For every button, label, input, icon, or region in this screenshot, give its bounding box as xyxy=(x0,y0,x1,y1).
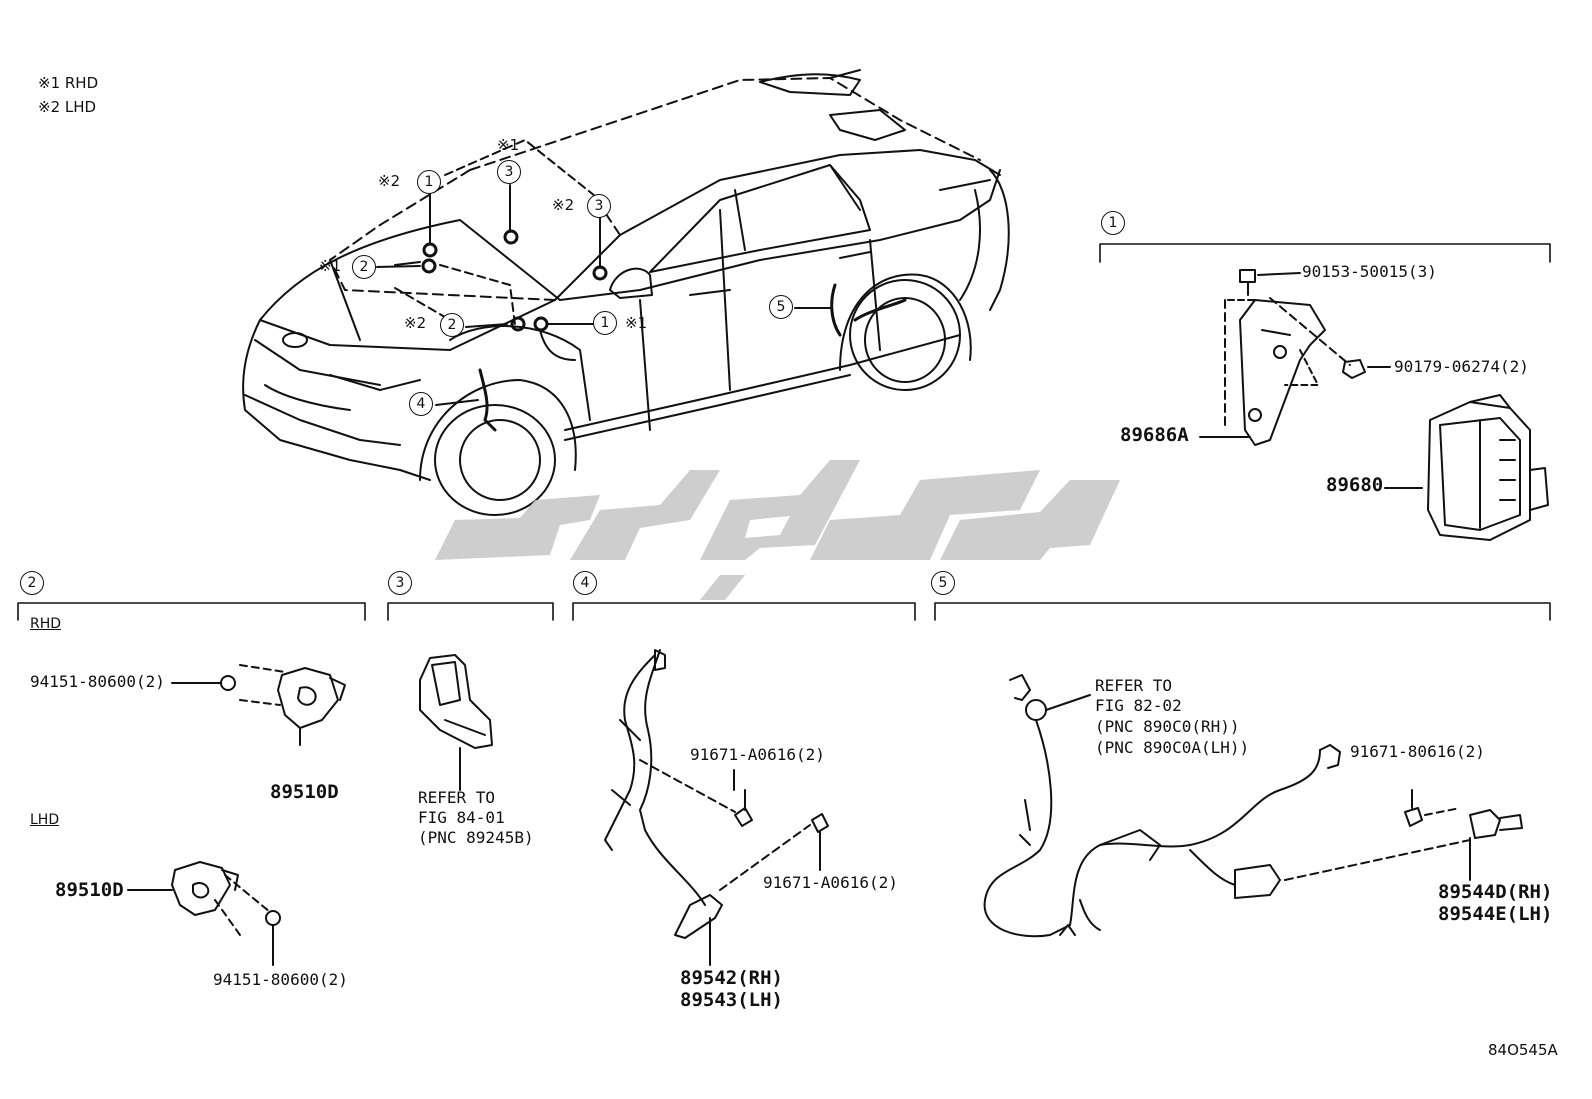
mark-lhd: ※2 xyxy=(378,172,401,190)
callout-2: 2 xyxy=(440,313,464,337)
speed-sensor-rear-drawing xyxy=(983,674,1523,938)
refer-fig-84-01-line1: REFER TO xyxy=(418,788,496,807)
section-4-number: 4 xyxy=(573,571,597,595)
part-89510D-rhd: 89510D xyxy=(270,781,339,803)
part-90153-50015: 90153-50015(3) xyxy=(1302,262,1437,281)
sensor-89510D-drawing xyxy=(127,664,346,966)
part-90179-06274: 90179-06274(2) xyxy=(1394,357,1529,376)
callout-4: 4 xyxy=(409,392,433,416)
callout-2: 2 xyxy=(352,255,376,279)
callout-1: 1 xyxy=(417,170,441,194)
refer-fig-82-02-line3: (PNC 890C0(RH)) xyxy=(1095,717,1240,736)
vehicle-illustration xyxy=(242,69,1010,516)
figure-code: 84O545A xyxy=(1488,1041,1558,1059)
part-89686A: 89686A xyxy=(1120,424,1189,446)
callout-3: 3 xyxy=(497,160,521,184)
mark-rhd: ※1 xyxy=(625,314,648,332)
mark-lhd: ※2 xyxy=(404,314,427,332)
refer-fig-82-02-line2: FIG 82-02 xyxy=(1095,696,1182,715)
refer-fig-82-02-line4: (PNC 890C0A(LH)) xyxy=(1095,738,1250,757)
callout-3: 3 xyxy=(587,194,611,218)
part-91671-A0616-upper: 91671-A0616(2) xyxy=(690,745,825,764)
refer-fig-82-02-line1: REFER TO xyxy=(1095,676,1173,695)
part-91671-A0616-lower: 91671-A0616(2) xyxy=(763,873,898,892)
legend-lhd: ※2 LHD xyxy=(38,98,97,116)
ecu-assembly-drawing xyxy=(1199,269,1549,541)
callout-5: 5 xyxy=(769,295,793,319)
mark-lhd: ※2 xyxy=(552,196,575,214)
rhd-heading: RHD xyxy=(30,616,62,632)
section-1-number: 1 xyxy=(1101,211,1125,235)
section-3-number: 3 xyxy=(388,571,412,595)
part-89543: 89543(LH) xyxy=(680,989,783,1011)
refer-fig-84-01-line2: FIG 84-01 xyxy=(418,808,505,827)
speed-sensor-front-drawing xyxy=(604,649,829,966)
callout-1: 1 xyxy=(593,311,617,335)
part-89245B-drawing xyxy=(419,654,493,791)
part-89680: 89680 xyxy=(1326,474,1384,496)
part-94151-80600-rhd: 94151-80600(2) xyxy=(30,672,165,691)
part-89510D-lhd: 89510D xyxy=(55,879,124,901)
watermark-logo xyxy=(435,460,1120,600)
section-2-number: 2 xyxy=(20,571,44,595)
mark-rhd: ※1 xyxy=(497,136,520,154)
part-94151-80600-lhd: 94151-80600(2) xyxy=(213,970,348,989)
part-89542: 89542(RH) xyxy=(680,967,783,989)
legend-rhd: ※1 RHD xyxy=(38,74,99,92)
refer-fig-84-01-line3: (PNC 89245B) xyxy=(418,828,534,847)
section-5-number: 5 xyxy=(931,571,955,595)
part-89544D: 89544D(RH) xyxy=(1438,881,1553,903)
mark-rhd: ※1 xyxy=(319,257,342,275)
part-89544E: 89544E(LH) xyxy=(1438,903,1553,925)
part-91671-80616: 91671-80616(2) xyxy=(1350,742,1485,761)
lhd-heading: LHD xyxy=(30,812,60,828)
